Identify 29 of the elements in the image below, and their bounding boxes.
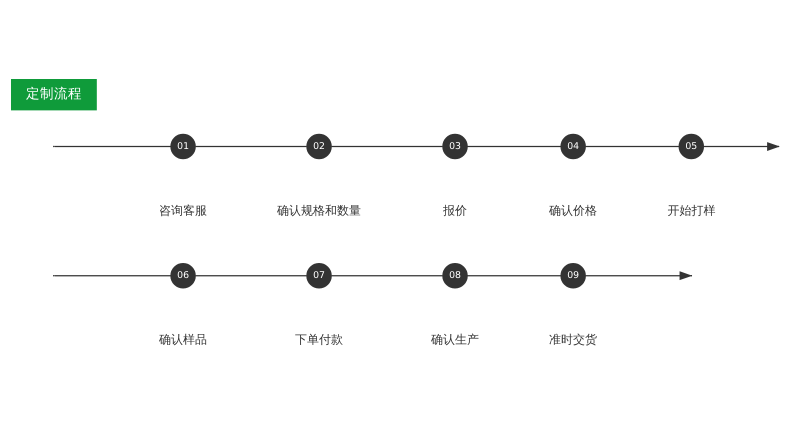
connector [196, 145, 306, 147]
node-label: 确认样品 [159, 332, 208, 346]
node-label: 确认生产 [431, 332, 480, 346]
node-circle: 04 [560, 133, 586, 159]
node-circle: 03 [442, 133, 468, 159]
node-circle: 09 [560, 262, 586, 288]
node-circle: 05 [678, 133, 704, 159]
node-box: 定制流程 [10, 78, 97, 110]
node-circle: 06 [170, 262, 196, 288]
connector [332, 145, 442, 147]
connector [332, 274, 442, 276]
node-label: 咨询客服 [159, 202, 208, 217]
node-label: 开始打样 [667, 202, 716, 217]
node-label: 报价 [443, 202, 468, 217]
connector [586, 145, 679, 147]
connector [467, 145, 561, 147]
connector [54, 274, 171, 276]
arrow [586, 270, 692, 280]
connector [467, 274, 561, 276]
node-label: 下单付款 [295, 332, 344, 346]
connector [196, 274, 306, 276]
node-label: 确认规格和数量 [277, 202, 362, 217]
connector [54, 145, 171, 147]
node-circle: 02 [306, 133, 332, 159]
node-circle: 08 [442, 262, 468, 288]
node-label: 确认价格 [549, 202, 598, 217]
node-label: 准时交货 [549, 332, 598, 346]
node-circle: 07 [306, 262, 332, 288]
node-circle: 01 [170, 133, 196, 159]
